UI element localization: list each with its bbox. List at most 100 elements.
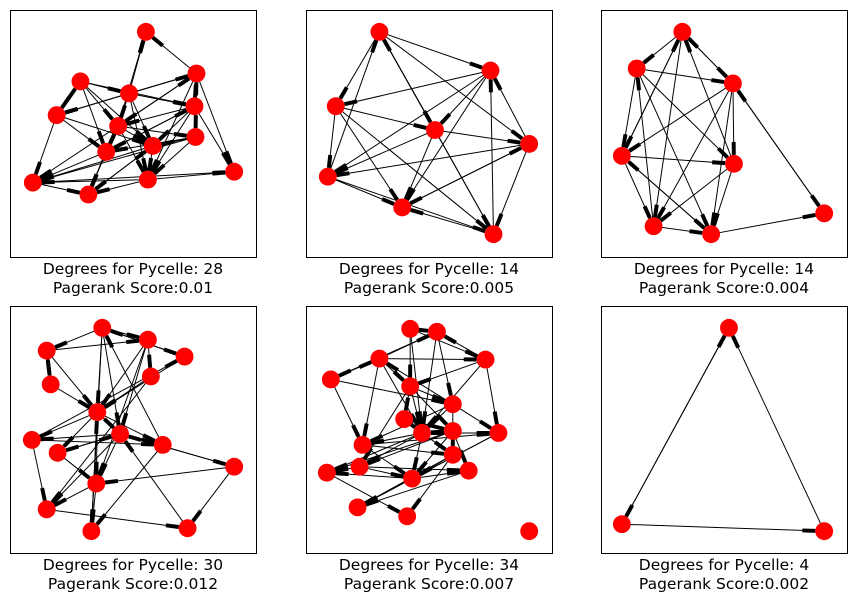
graph-node — [71, 72, 90, 91]
graph-frame — [601, 306, 848, 554]
graph-node — [370, 349, 389, 368]
graph-node — [459, 461, 478, 480]
edge-arrowhead — [659, 211, 673, 223]
graph-edge — [401, 70, 491, 208]
edge-arrowhead — [212, 170, 226, 175]
graph-node — [178, 519, 197, 538]
graph-node — [318, 167, 337, 186]
edge-arrowhead — [114, 146, 129, 153]
pagerank-label: Pagerank Score:0.01 — [52, 279, 214, 297]
edge-arrowhead — [164, 359, 178, 369]
edge-arrowhead — [711, 78, 725, 85]
edge-arrowhead — [716, 334, 727, 348]
graph-node — [350, 457, 369, 476]
edge-arrowhead — [40, 174, 55, 182]
edge-arrowhead — [388, 188, 399, 202]
edge-arrowhead — [358, 360, 372, 370]
edge-arrowhead — [387, 504, 401, 514]
edge-arrowhead — [60, 96, 71, 110]
edge-arrowhead — [126, 118, 140, 126]
graph-edge — [621, 82, 734, 157]
graph-node — [37, 500, 56, 519]
edge-arrowhead — [481, 214, 491, 228]
edge-arrowhead — [104, 478, 119, 485]
edge-arrowhead — [431, 393, 446, 403]
graph-node — [111, 425, 130, 443]
edge-arrowhead — [131, 137, 145, 146]
graph-node — [476, 350, 495, 369]
graph-edge — [362, 432, 499, 446]
edge-arrowhead — [39, 168, 53, 180]
degrees-label: Degrees for Pycelle: 28 — [42, 260, 224, 278]
edge-arrowhead — [119, 104, 127, 119]
edge-arrowhead — [135, 159, 146, 173]
edge-arrowhead — [174, 108, 188, 119]
edge-arrowhead — [414, 411, 422, 425]
edge-arrowhead — [412, 456, 419, 471]
edge-arrowhead — [173, 131, 187, 138]
edge-arrowhead — [96, 187, 111, 195]
graph-edge — [379, 31, 530, 145]
pagerank-label: Pagerank Score:0.004 — [638, 279, 810, 297]
edge-arrowhead — [172, 100, 187, 107]
graph-edge — [31, 356, 185, 441]
edge-arrowhead — [77, 468, 91, 480]
edge-arrowhead — [335, 466, 349, 474]
edge-arrowhead — [125, 338, 140, 345]
graph-edge — [636, 68, 712, 235]
edge-arrowhead — [102, 108, 114, 121]
edge-arrowhead — [370, 438, 385, 446]
graph-node — [186, 128, 205, 146]
graph-edge — [101, 327, 164, 446]
edge-arrowhead — [153, 163, 166, 176]
graph-caption: Degrees for Pycelle: 30 Pagerank Score:0… — [0, 556, 283, 594]
graph-node — [326, 97, 345, 116]
pagerank-label: Pagerank Score:0.005 — [343, 279, 515, 297]
graph-node — [395, 410, 414, 429]
edge-arrowhead — [336, 171, 350, 178]
graph-edge — [732, 83, 825, 214]
edge-arrowhead — [683, 39, 693, 53]
graph-edge — [653, 83, 734, 227]
graph-node — [37, 341, 56, 360]
graph-node — [141, 367, 160, 386]
edge-arrowhead — [431, 423, 445, 431]
edge-arrowhead — [472, 225, 486, 234]
graph-node — [481, 61, 500, 80]
graph-node — [403, 469, 422, 488]
edge-arrowhead — [54, 340, 68, 350]
edge-arrowhead — [446, 382, 453, 396]
graph-node — [401, 377, 420, 396]
edge-arrowhead — [628, 142, 642, 153]
graph-edge — [636, 68, 655, 227]
graph-edge — [490, 70, 494, 235]
graph-edge — [728, 327, 825, 532]
graph-node — [443, 395, 462, 414]
graph-edge — [653, 31, 683, 227]
graph-edge — [327, 31, 380, 177]
graph-node — [136, 22, 155, 41]
graph-edge — [335, 105, 494, 235]
edge-arrowhead — [700, 213, 710, 227]
graph-node — [187, 64, 206, 83]
edge-arrowhead — [656, 206, 666, 220]
edge-arrowhead — [369, 434, 384, 444]
edge-arrowhead — [221, 152, 232, 166]
edge-arrowhead — [446, 469, 461, 476]
graph-node — [443, 422, 462, 440]
edge-arrowhead — [403, 397, 411, 411]
graph-node — [41, 375, 60, 394]
graph-edge — [46, 508, 188, 529]
edge-arrowhead — [126, 332, 140, 340]
edge-arrowhead — [141, 437, 155, 445]
edge-arrowhead — [687, 36, 700, 49]
pagerank-label: Pagerank Score:0.012 — [47, 575, 219, 593]
edge-arrowhead — [151, 35, 165, 48]
graph-node — [79, 185, 98, 204]
graph-node — [48, 443, 67, 462]
degrees-label: Degrees for Pycelle: 14 — [633, 260, 815, 278]
network-graph — [612, 318, 834, 541]
edge-arrowhead — [476, 431, 490, 437]
graph-node — [317, 463, 336, 482]
graph-edge — [31, 439, 163, 446]
